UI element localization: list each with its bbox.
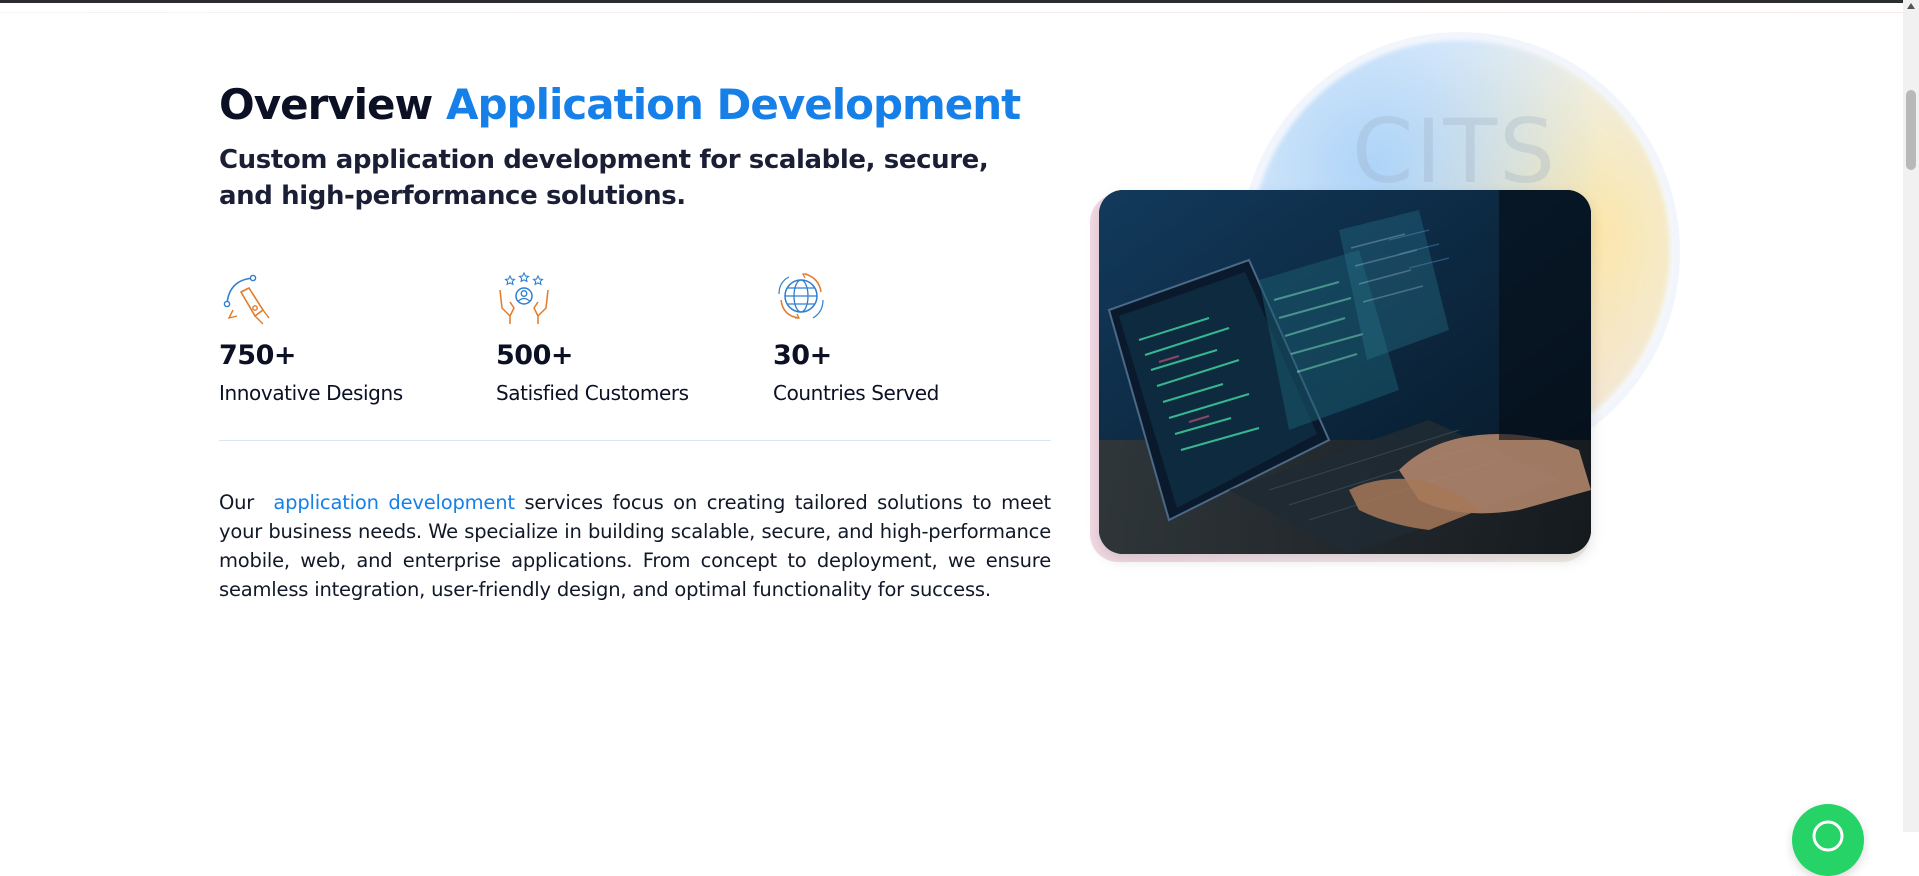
stat-label: Satisfied Customers [496, 381, 689, 405]
description-lead: Our [219, 491, 255, 514]
scroll-up-arrow-icon[interactable] [1907, 3, 1915, 9]
stat-innovative-designs: 750+ Innovative Designs [219, 270, 459, 406]
page-scrollbar[interactable] [1903, 0, 1919, 832]
application-development-link[interactable]: application development [273, 491, 515, 514]
stat-label: Innovative Designs [219, 381, 403, 405]
brand-watermark: CITS [1352, 100, 1558, 203]
section-divider [219, 440, 1051, 441]
pen-tool-icon [223, 274, 270, 325]
header-divider [0, 12, 1903, 13]
scroll-thumb[interactable] [1906, 90, 1916, 170]
page-title: Overview Application Development [219, 78, 1051, 132]
page-subtitle: Custom application development for scala… [219, 145, 989, 211]
browser-top-edge [0, 0, 1903, 3]
globe-icon [778, 273, 824, 319]
laptop-code-illustration [1099, 190, 1591, 554]
hands-customer-stars-icon [499, 271, 549, 324]
whatsapp-icon [1812, 820, 1844, 852]
overview-section: Overview Application Development Custom … [219, 78, 1051, 601]
whatsapp-chat-button[interactable] [1792, 804, 1864, 876]
stat-countries-served: 30+ Countries Served [773, 270, 1013, 406]
hero-visual: CITS [1090, 32, 1690, 580]
stats-row: 750+ Innovative Designs 500+ Satisfied C… [219, 270, 1051, 410]
title-accent: Application Development [445, 80, 1021, 129]
stat-value: 30+ [773, 340, 832, 371]
laptop-code-photo [1099, 190, 1591, 554]
description-rest: services focus on creating tailored solu… [219, 491, 1051, 601]
stat-value: 750+ [219, 340, 296, 371]
stat-label: Countries Served [773, 381, 939, 405]
description-paragraph: Our application development services foc… [219, 488, 1051, 604]
stat-satisfied-customers: 500+ Satisfied Customers [496, 270, 736, 406]
stat-value: 500+ [496, 340, 573, 371]
title-main: Overview [219, 80, 433, 129]
